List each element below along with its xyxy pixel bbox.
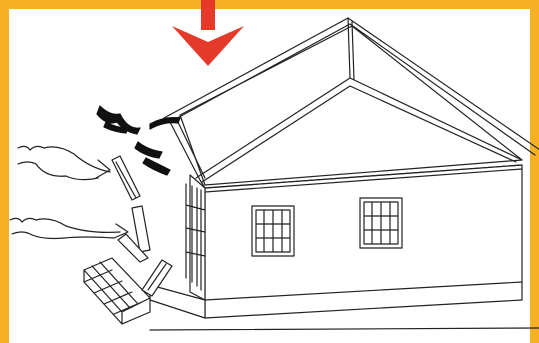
wind-arrow-icon xyxy=(18,146,110,179)
wind-arrow-icon xyxy=(10,218,128,238)
ground-line xyxy=(150,328,539,330)
broken-post-upper xyxy=(112,156,140,200)
down-arrow-icon xyxy=(172,0,244,66)
window-left xyxy=(252,206,294,256)
window-right xyxy=(360,198,402,248)
stairs xyxy=(84,258,150,324)
